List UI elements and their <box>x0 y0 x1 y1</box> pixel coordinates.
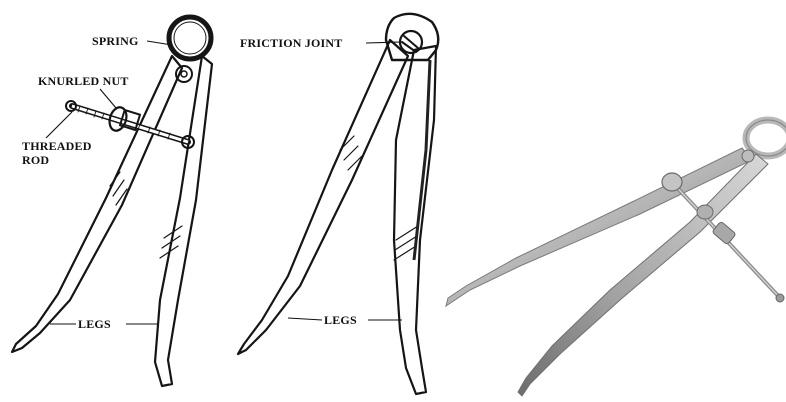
label-knurled-nut: KNURLED NUT <box>38 74 129 88</box>
steel-calipers-photo <box>446 120 786 396</box>
label-rod: ROD <box>22 153 49 167</box>
pivot-nut <box>662 173 682 191</box>
left-leg <box>12 56 182 352</box>
knurled-nut <box>712 221 736 245</box>
friction-joint-calipers-drawing: FRICTION JOINT LEGS <box>238 14 438 394</box>
spring-calipers-drawing: SPRING KNURLED NUT THREADED ROD LEGS <box>12 17 212 386</box>
spring-ring <box>169 17 211 59</box>
label-legs-2: LEGS <box>324 313 357 327</box>
left-leg <box>238 40 408 354</box>
label-spring: SPRING <box>92 34 139 48</box>
right-leg <box>155 56 212 386</box>
label-legs-1: LEGS <box>78 317 111 331</box>
left-leg <box>446 148 752 306</box>
label-friction-joint: FRICTION JOINT <box>240 36 342 50</box>
label-threaded: THREADED <box>22 139 92 153</box>
right-leg <box>518 154 768 396</box>
